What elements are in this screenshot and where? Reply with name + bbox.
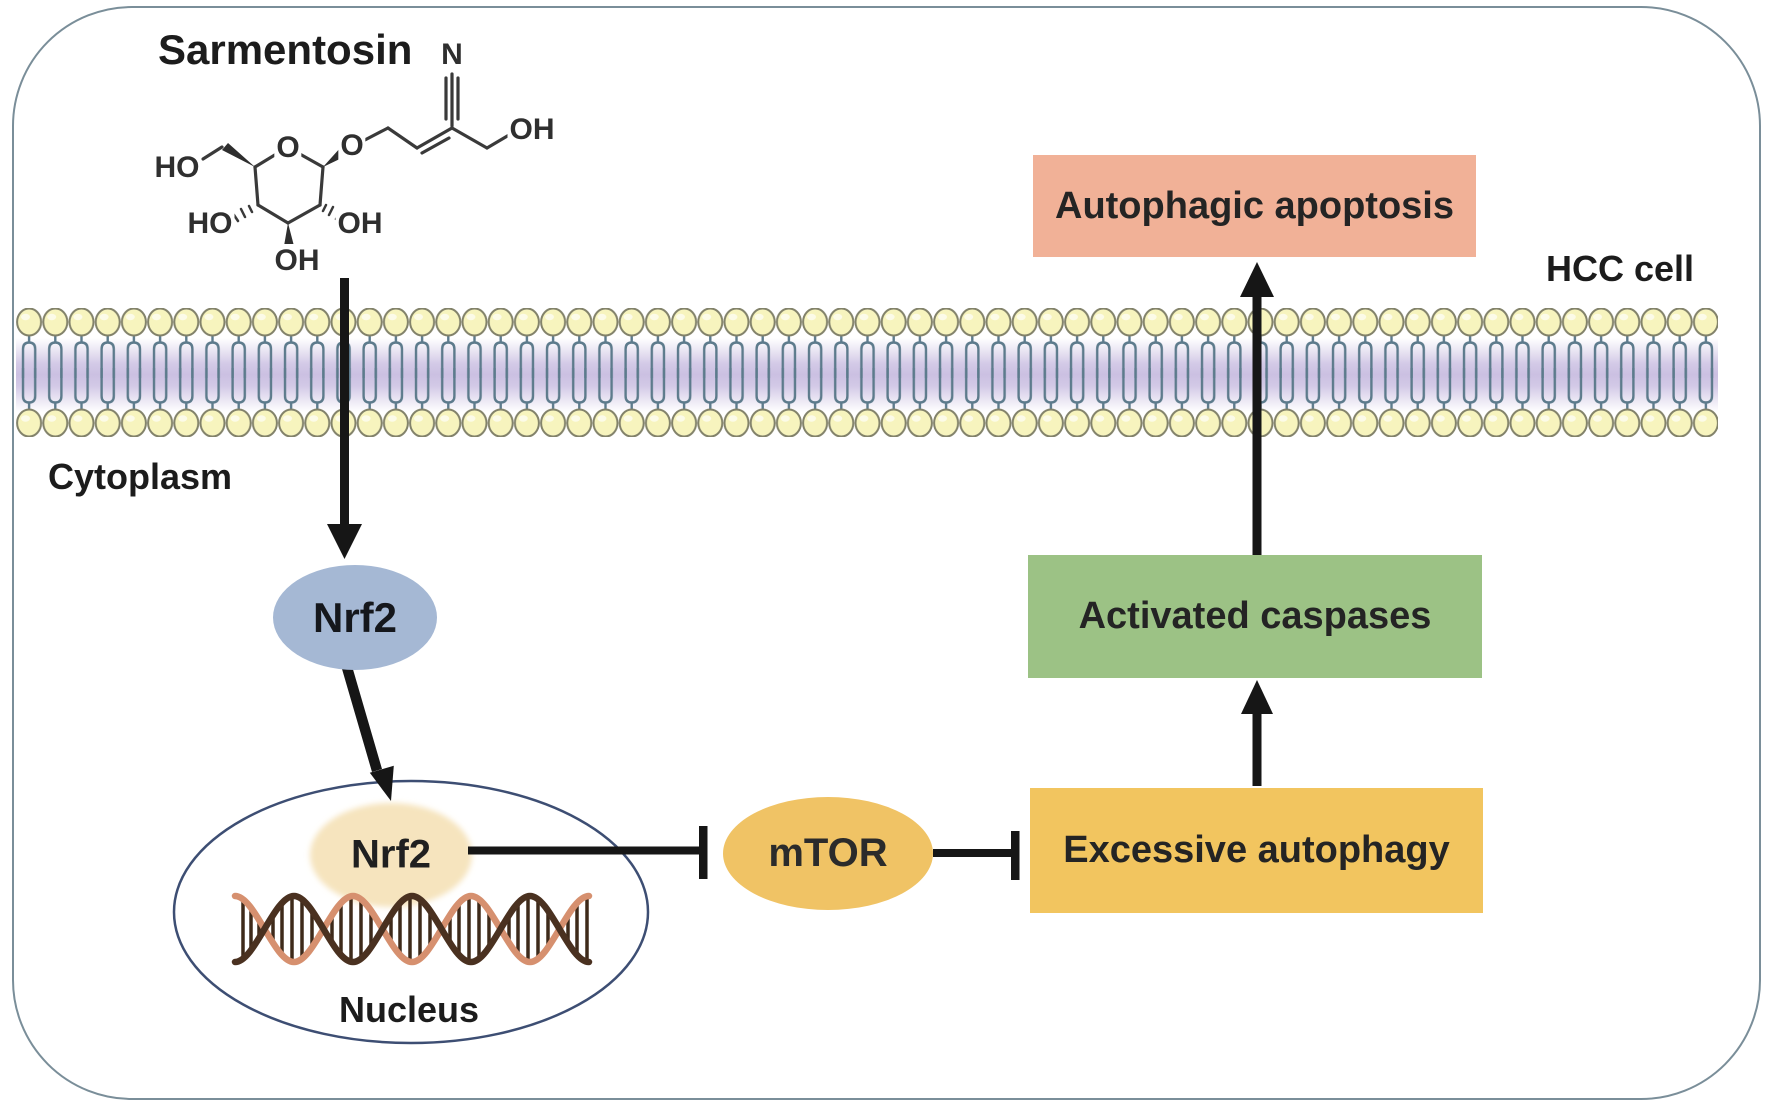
arrow-nrf2-to-nucleus (342, 666, 394, 801)
arrow-caspases-to-apoptosis (1240, 262, 1274, 555)
nrf2-cytoplasm-node: Nrf2 (273, 565, 437, 670)
nrf2-nucleus-ellipse (310, 803, 472, 907)
hydroxyl-ho-left-label: HO (152, 151, 202, 185)
glycosidic-oxygen-label: O (338, 129, 366, 163)
activated-caspases-box: Activated caspases (1028, 555, 1482, 678)
hydroxyl-oh-lower-right-label: OH (335, 207, 385, 241)
autophagic-apoptosis-box: Autophagic apoptosis (1033, 155, 1476, 257)
sarmentosin-title: Sarmentosin (158, 26, 413, 73)
dna-helix (231, 892, 593, 966)
arrow-autophagy-to-caspases (1241, 680, 1273, 786)
ring-oxygen-label: O (274, 131, 302, 165)
hydroxyl-ho-lower-left-label: HO (185, 207, 235, 241)
excessive-autophagy-box: Excessive autophagy (1030, 788, 1483, 913)
cell-membrane-border (12, 6, 1761, 1100)
dna-strand-dark (231, 892, 593, 966)
nrf2-nucleus-node: Nrf2 (350, 832, 432, 877)
hcc-cell-label: HCC cell (1546, 248, 1695, 289)
mtor-node: mTOR (723, 797, 933, 910)
lipid-bilayer-membrane (16, 308, 1718, 437)
inhibition-mtor-to-autophagy (933, 831, 1020, 880)
edges (327, 262, 1274, 880)
nitrile-nitrogen-label: N (439, 38, 465, 72)
nucleus-label: Nucleus (338, 989, 480, 1030)
cytoplasm-label: Cytoplasm (48, 456, 233, 497)
dna-strand-light (231, 892, 593, 966)
hydroxyl-oh-bottom-label: OH (272, 244, 322, 278)
inhibition-nrf2-to-mtor (468, 826, 708, 879)
hydroxyl-oh-chain-label: OH (507, 113, 557, 147)
arrow-sarmentosin-to-nrf2 (327, 278, 362, 559)
